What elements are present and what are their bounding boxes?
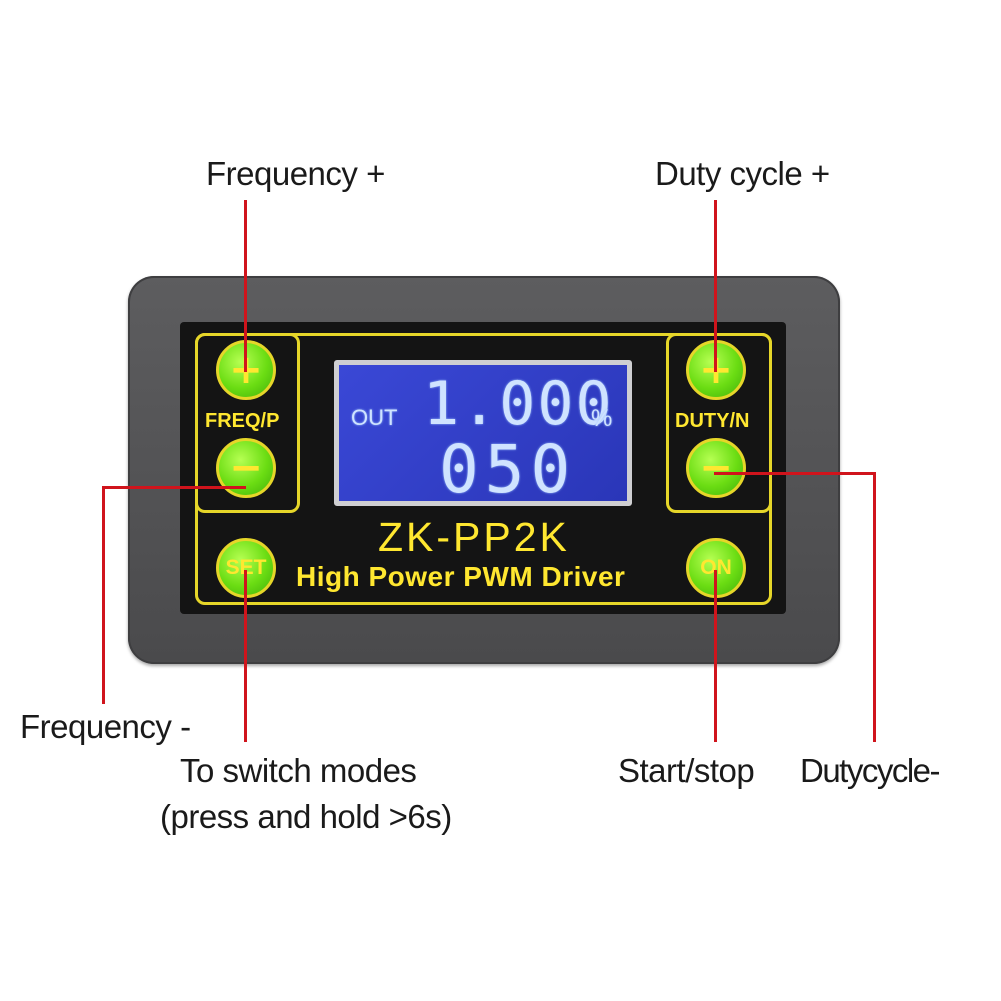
lcd-display: OUT 1.000 % 050 bbox=[334, 360, 632, 508]
freq-minus-leader-vertical bbox=[102, 486, 105, 704]
device-subtitle: High Power PWM Driver bbox=[296, 561, 626, 592]
minus-icon: − bbox=[699, 445, 733, 491]
on-button-label: ON bbox=[700, 556, 732, 579]
lcd-line-1-value: 1.000 bbox=[423, 369, 614, 439]
frequency-minus-button[interactable]: − bbox=[216, 438, 276, 498]
duty-minus-button[interactable]: − bbox=[686, 438, 746, 498]
duty-minus-leader-horizontal bbox=[714, 472, 876, 475]
callout-switch-modes-hold: (press and hold >6s) bbox=[160, 798, 452, 835]
duty-plus-leader-line bbox=[714, 200, 717, 372]
set-button-label: SET bbox=[225, 556, 267, 579]
duty-section-trace bbox=[666, 333, 772, 513]
duty-minus-leader-vertical bbox=[873, 472, 876, 742]
callout-start-stop: Start/stop bbox=[618, 752, 755, 789]
lcd-percent-unit: % bbox=[591, 405, 613, 432]
callout-switch-modes: To switch modes bbox=[180, 752, 417, 789]
on-leader-line bbox=[714, 570, 717, 742]
callout-frequency-plus: Frequency + bbox=[206, 155, 385, 192]
lcd-line-2-value: 050 bbox=[439, 431, 577, 508]
duty-n-label: DUTY/N bbox=[675, 410, 750, 432]
set-leader-line bbox=[244, 570, 247, 742]
callout-duty-cycle-minus: Dutycycle- bbox=[800, 752, 941, 789]
freq-p-label: FREQ/P bbox=[205, 410, 280, 432]
model-name: ZK-PP2K bbox=[378, 514, 570, 560]
freq-plus-leader-line bbox=[244, 200, 247, 372]
callout-frequency-minus: Frequency - bbox=[20, 708, 191, 745]
minus-icon: − bbox=[229, 445, 263, 491]
freq-minus-leader-horizontal bbox=[102, 486, 246, 489]
lcd-out-label: OUT bbox=[351, 405, 398, 430]
freq-section-trace bbox=[195, 333, 300, 513]
callout-duty-cycle-plus: Duty cycle + bbox=[655, 155, 830, 192]
